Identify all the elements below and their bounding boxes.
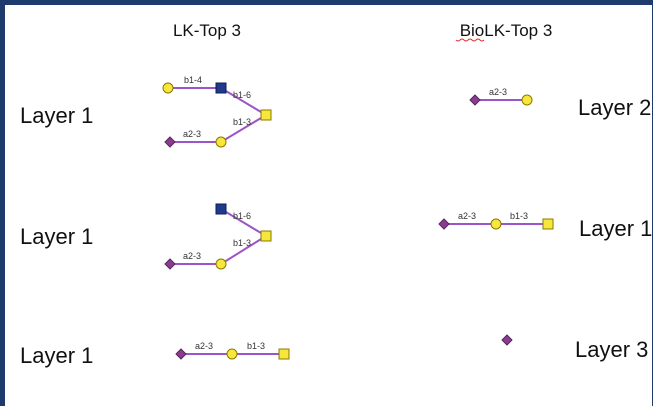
layer-label-left-row3: Layer 1 — [20, 343, 93, 368]
glycan-left-row2: b1-6 b1-3 a2-3 — [164, 203, 272, 270]
sialic-acid-diamond-icon — [164, 258, 176, 270]
layer-label-right-row2: Layer 1 — [579, 216, 652, 241]
galactose-circle-icon — [162, 82, 174, 94]
linkage-label: a2-3 — [183, 251, 201, 261]
linkage-label: b1-6 — [233, 90, 251, 100]
header-biolk-top3: BioLK-Top 3 — [460, 21, 553, 40]
linkage-label: a2-3 — [195, 341, 213, 351]
layer-label-left-row1: Layer 1 — [20, 103, 93, 128]
bond — [220, 87, 267, 116]
sialic-acid-diamond-icon — [501, 334, 513, 346]
bond — [220, 114, 267, 143]
galactose-circle-icon — [490, 218, 502, 230]
bond — [220, 235, 267, 265]
sialic-acid-diamond-icon — [164, 136, 176, 148]
linkage-label: a2-3 — [458, 211, 476, 221]
linkage-label: a2-3 — [183, 129, 201, 139]
glcnac-square-icon — [215, 203, 227, 215]
header-lk-top3: LK-Top 3 — [173, 21, 241, 40]
galnac-square-icon — [260, 109, 272, 121]
glycan-right-row2: a2-3 b1-3 — [438, 211, 554, 230]
layer-label-left-row2: Layer 1 — [20, 224, 93, 249]
glycan-left-row1: b1-4 b1-6 b1-3 a2-3 — [162, 75, 272, 148]
galnac-square-icon — [260, 230, 272, 242]
spellcheck-underline — [455, 38, 485, 42]
linkage-label: b1-3 — [233, 117, 251, 127]
linkage-label: b1-4 — [184, 75, 202, 85]
linkage-label: b1-6 — [233, 211, 251, 221]
galnac-square-icon — [278, 348, 290, 360]
glycan-left-row3: a2-3 b1-3 — [175, 341, 290, 360]
galactose-circle-icon — [215, 258, 227, 270]
sialic-acid-diamond-icon — [469, 94, 481, 106]
top-border — [0, 0, 653, 5]
linkage-label: b1-3 — [510, 211, 528, 221]
sialic-acid-diamond-icon — [175, 348, 187, 360]
layer-label-right-row1: Layer 2 — [578, 95, 651, 120]
galactose-circle-icon — [521, 94, 533, 106]
glcnac-square-icon — [215, 82, 227, 94]
linkage-label: a2-3 — [489, 87, 507, 97]
glycan-right-row3 — [501, 334, 513, 346]
galnac-square-icon — [542, 218, 554, 230]
glycan-right-row1: a2-3 — [469, 87, 533, 106]
left-border — [0, 0, 5, 406]
sialic-acid-diamond-icon — [438, 218, 450, 230]
linkage-label: b1-3 — [233, 238, 251, 248]
bond — [220, 208, 267, 237]
galactose-circle-icon — [226, 348, 238, 360]
galactose-circle-icon — [215, 136, 227, 148]
layer-label-right-row3: Layer 3 — [575, 337, 648, 362]
linkage-label: b1-3 — [247, 341, 265, 351]
